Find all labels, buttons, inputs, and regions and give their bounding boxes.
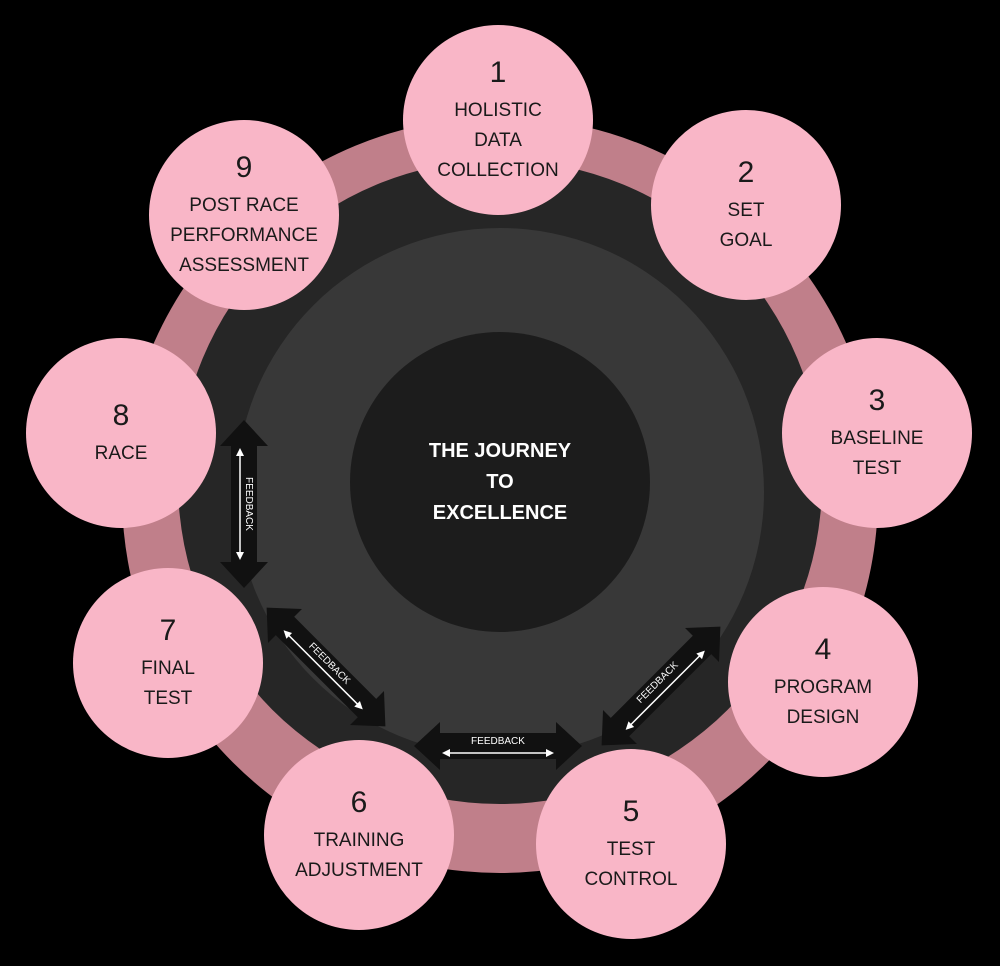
step-label-line: HOLISTIC [454,100,542,121]
step-label-line: TRAINING [313,830,405,851]
center-circle: THE JOURNEY TO EXCELLENCE [350,332,650,632]
center-title-line-2: TO [486,470,514,493]
center-title-line-3: EXCELLENCE [432,501,568,524]
feedback-label: FEEDBACK [243,477,254,531]
step-number: 5 [622,795,640,828]
feedback-arrow-6-5: FEEDBACK [414,722,582,770]
step-label-line: SET [727,200,765,221]
step-label-line: CONTROL [584,869,678,890]
center-title-line-1: THE JOURNEY [428,439,572,462]
feedback-arrow-5-4: FEEDBACK [601,626,721,746]
step-label-line: TEST [852,458,902,479]
step-5-test-control: 5 TEST CONTROL [536,749,726,939]
step-label-line: PERFORMANCE [170,225,318,246]
step-number: 1 [489,56,507,89]
step-number: 9 [235,151,253,184]
step-label-line: TEST [143,688,193,709]
step-label-line: ASSESSMENT [179,255,309,276]
step-7-final-test: 7 FINAL TEST [73,568,263,758]
step-label-line: RACE [94,443,148,464]
step-2-set-goal: 2 SET GOAL [651,110,841,300]
feedback-arrow-8-7: FEEDBACK [220,420,268,588]
step-6-training-adjustment: 6 TRAINING ADJUSTMENT [264,740,454,930]
step-label-line: DATA [474,130,522,151]
step-label-line: PROGRAM [773,677,873,698]
step-label-line: TEST [606,839,656,860]
step-1-holistic-data-collection: 1 HOLISTIC DATA COLLECTION [403,25,593,215]
step-9-post-race-performance-assessment: 9 POST RACE PERFORMANCE ASSESSMENT [149,120,339,310]
step-3-baseline-test: 3 BASELINE TEST [782,338,972,528]
step-label-line: DESIGN [786,707,860,728]
step-label-line: BASELINE [830,428,924,449]
step-number: 6 [350,786,368,819]
step-number: 3 [868,384,886,417]
step-number: 8 [112,399,130,432]
step-label-line: POST RACE [189,195,299,216]
step-label-line: ADJUSTMENT [295,860,423,881]
step-number: 2 [737,156,755,189]
step-number: 4 [814,633,832,666]
step-8-race: 8 RACE [26,338,216,528]
feedback-label: FEEDBACK [471,736,525,747]
step-number: 7 [159,614,177,647]
feedback-arrow-7-6: FEEDBACK [266,607,386,727]
step-4-program-design: 4 PROGRAM DESIGN [728,587,918,777]
step-label-line: FINAL [141,658,195,679]
step-label-line: GOAL [719,230,773,251]
step-label-line: COLLECTION [437,160,559,181]
